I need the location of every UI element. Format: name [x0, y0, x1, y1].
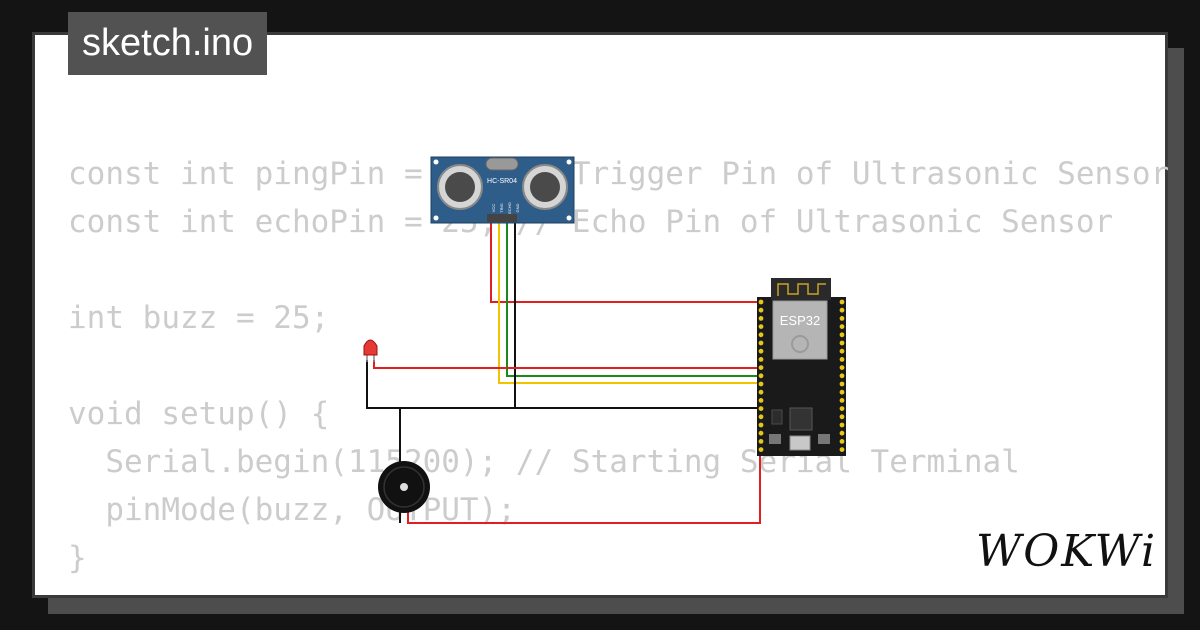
board-pin: [758, 307, 764, 313]
rf-shield: [772, 300, 828, 360]
board-pin: [839, 357, 845, 362]
wires: [366, 222, 761, 524]
board-pin: [758, 348, 764, 354]
ultrasonic-sensor[interactable]: HC-SR04 VCC TRIG ECHO GND: [430, 156, 575, 224]
wokwi-logo: WOKWi: [976, 526, 1158, 577]
usb-port: [789, 435, 811, 451]
pin-label: VCC: [491, 204, 496, 213]
board-pin: [758, 332, 764, 338]
board-pin: [839, 340, 845, 346]
board-pin: [758, 373, 764, 379]
board-pin: [758, 439, 764, 444]
code-line: }: [68, 540, 87, 576]
board-pin: [758, 389, 764, 395]
led[interactable]: [363, 339, 378, 362]
board-pin: [758, 414, 764, 420]
board-pin: [758, 422, 764, 428]
wire-red-vcc: [490, 222, 760, 303]
board-pin: [839, 381, 845, 387]
wire-red-buzzer: [407, 445, 761, 524]
board-pin: [839, 398, 845, 403]
wire-black-gnd: [514, 222, 760, 409]
board-pin: [839, 307, 845, 313]
board-pin: [839, 439, 845, 444]
board-pin: [758, 430, 764, 436]
wire-black-led-gnd: [366, 360, 515, 409]
board-pin: [839, 422, 845, 428]
board-pin: [758, 447, 764, 452]
pin-label: ECHO: [507, 202, 512, 214]
board-pin: [758, 324, 764, 329]
file-tab[interactable]: sketch.ino: [68, 12, 268, 75]
wire-green-echo: [506, 222, 760, 377]
buzzer[interactable]: [378, 461, 430, 513]
board-pin: [758, 357, 764, 362]
code-line: int buzz = 25;: [68, 300, 330, 336]
wire-yellow-trig: [498, 222, 760, 384]
code-line: void setup() {: [68, 396, 330, 432]
board-pin: [839, 365, 845, 370]
pin-label: GND: [515, 203, 520, 212]
board-pin-header-right: [839, 299, 845, 452]
board-pin: [758, 365, 764, 370]
board-pin: [839, 406, 845, 411]
board-pin: [839, 373, 845, 379]
board-pin: [839, 324, 845, 329]
wire-red-led: [373, 360, 760, 369]
sensor-label: HC-SR04: [487, 178, 517, 185]
board-pin: [758, 406, 764, 411]
board-label: ESP32: [780, 313, 820, 328]
board-pin-header-left: [758, 299, 764, 452]
antenna: [771, 278, 831, 300]
pin-label: TRIG: [499, 203, 504, 213]
board-pin: [839, 414, 845, 420]
board-pin: [839, 332, 845, 338]
board-pin: [758, 398, 764, 403]
board-pin: [839, 348, 845, 354]
board-pin: [758, 340, 764, 346]
preview-card: [32, 32, 1168, 598]
board-pin: [758, 299, 764, 305]
board-pin: [839, 299, 845, 305]
board-pin: [839, 389, 845, 395]
code-line: Serial.begin(115200); // Starting Serial…: [68, 444, 1020, 480]
board-pin: [839, 316, 845, 321]
board-pin: [839, 430, 845, 436]
board-pin: [839, 447, 845, 452]
board-pin: [758, 316, 764, 321]
board-pin: [758, 381, 764, 387]
code-line: const int echoPin = 25; // Echo Pin of U…: [68, 204, 1114, 240]
esp32-board[interactable]: ESP32: [757, 278, 846, 456]
